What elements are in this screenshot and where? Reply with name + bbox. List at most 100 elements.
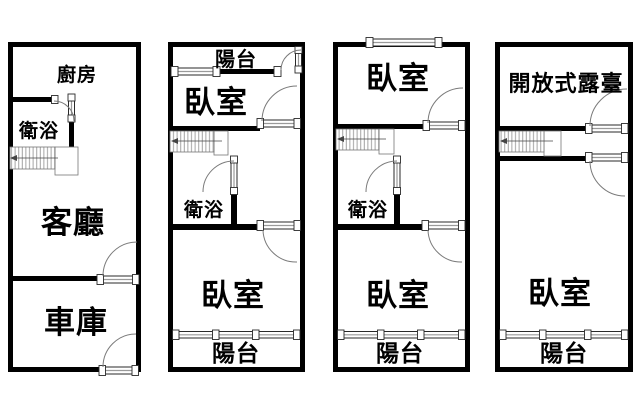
stairs [335, 128, 395, 155]
wall [495, 42, 633, 47]
stair-landing [54, 146, 79, 176]
stair-arrow-icon [10, 155, 17, 161]
door-cap [458, 120, 466, 131]
wall [8, 97, 53, 102]
wall [333, 124, 427, 129]
rear-balcony-window [172, 329, 301, 340]
wall [465, 42, 470, 372]
door-cap [585, 123, 593, 134]
door-cap [421, 220, 429, 231]
door-swing-arc [202, 160, 235, 193]
door-cap [98, 365, 106, 376]
door-cap [393, 155, 401, 164]
window-post [212, 66, 221, 77]
room-label-balcony: 陽台 [540, 340, 588, 367]
stairs [169, 130, 229, 156]
wall [69, 120, 74, 149]
door-cap [458, 220, 466, 231]
wall [495, 42, 500, 372]
room-label-living-room: 客廳 [41, 205, 105, 241]
wall [168, 367, 305, 372]
room-label-garage: 車庫 [44, 305, 108, 341]
stairs [9, 146, 79, 176]
room-label-open-terrace: 開放式露臺 [508, 71, 623, 97]
front-window [365, 37, 443, 48]
wall [628, 42, 633, 372]
wall [495, 367, 633, 372]
wall [394, 189, 400, 230]
window-post [621, 329, 629, 340]
door-swing-arc [589, 160, 626, 197]
room-label-bedroom: 臥室 [528, 276, 592, 312]
wall [168, 42, 173, 372]
wall [495, 126, 588, 131]
stair-landing [543, 130, 562, 157]
balcony-door [273, 46, 303, 77]
door-swing-arc [589, 88, 628, 127]
door-swing-arc [427, 229, 463, 263]
window-post [337, 329, 345, 340]
wall [231, 189, 237, 230]
bathroom-door [365, 155, 401, 195]
front-bedroom-door [422, 87, 466, 131]
rear-bedroom-door [421, 220, 466, 263]
floor-panel-1: 廚房 衛浴 客廳 車庫 [8, 42, 141, 376]
window-post [458, 329, 466, 340]
room-label-bathroom: 衛浴 [347, 198, 388, 221]
stair-landing [378, 128, 395, 155]
window-post [252, 329, 260, 340]
door-cap [393, 187, 401, 195]
door-swing-arc [102, 333, 137, 368]
wall [8, 42, 141, 47]
stair-treads [498, 130, 545, 153]
stair-landing [213, 130, 229, 156]
room-label-bathroom: 衛浴 [18, 119, 59, 142]
window-post [365, 37, 374, 48]
wall [136, 42, 141, 372]
door-jamb [51, 95, 59, 104]
door-cap [230, 155, 238, 164]
door-cap [422, 120, 430, 131]
room-label-rear-balcony: 陽台 [212, 340, 260, 367]
floor-panel-2: 陽台 臥室 衛浴 臥室 陽台 [168, 42, 305, 372]
wall [168, 224, 260, 230]
bathroom-door [51, 93, 76, 123]
room-label-rear-balcony: 陽台 [376, 340, 424, 367]
wall [300, 42, 305, 372]
wall [219, 69, 277, 74]
door-cap [67, 114, 76, 123]
wall [8, 42, 13, 372]
door-jamb [273, 66, 282, 77]
window-post [417, 329, 425, 340]
wall [8, 367, 102, 372]
wall [8, 276, 100, 281]
garage-door [98, 333, 139, 376]
room-label-bathroom: 衛浴 [183, 198, 224, 221]
door-cap [230, 187, 238, 195]
stair-arrow-icon [500, 138, 507, 144]
door-swing-arc [53, 100, 75, 122]
wall [168, 126, 260, 131]
door-cap [293, 220, 301, 231]
door-cap [256, 118, 264, 129]
walls [168, 42, 305, 372]
room-label-rear-bedroom: 臥室 [201, 278, 265, 314]
rear-bedroom-door [256, 220, 301, 263]
door-swing-arc [102, 241, 138, 277]
room-label-front-bedroom: 臥室 [184, 85, 248, 121]
door-swing-arc [280, 49, 302, 71]
front-bedroom-door [256, 85, 301, 129]
terrace-door [585, 88, 629, 134]
wall [168, 42, 305, 47]
door-cap [621, 123, 629, 134]
window-post [377, 329, 385, 340]
door-swing-arc [365, 160, 398, 193]
balcony-window [170, 66, 221, 77]
stairs [498, 130, 562, 157]
room-label-front-bedroom: 臥室 [366, 61, 430, 97]
wall [495, 156, 588, 161]
window-post [170, 66, 179, 77]
door-cap [621, 152, 629, 163]
